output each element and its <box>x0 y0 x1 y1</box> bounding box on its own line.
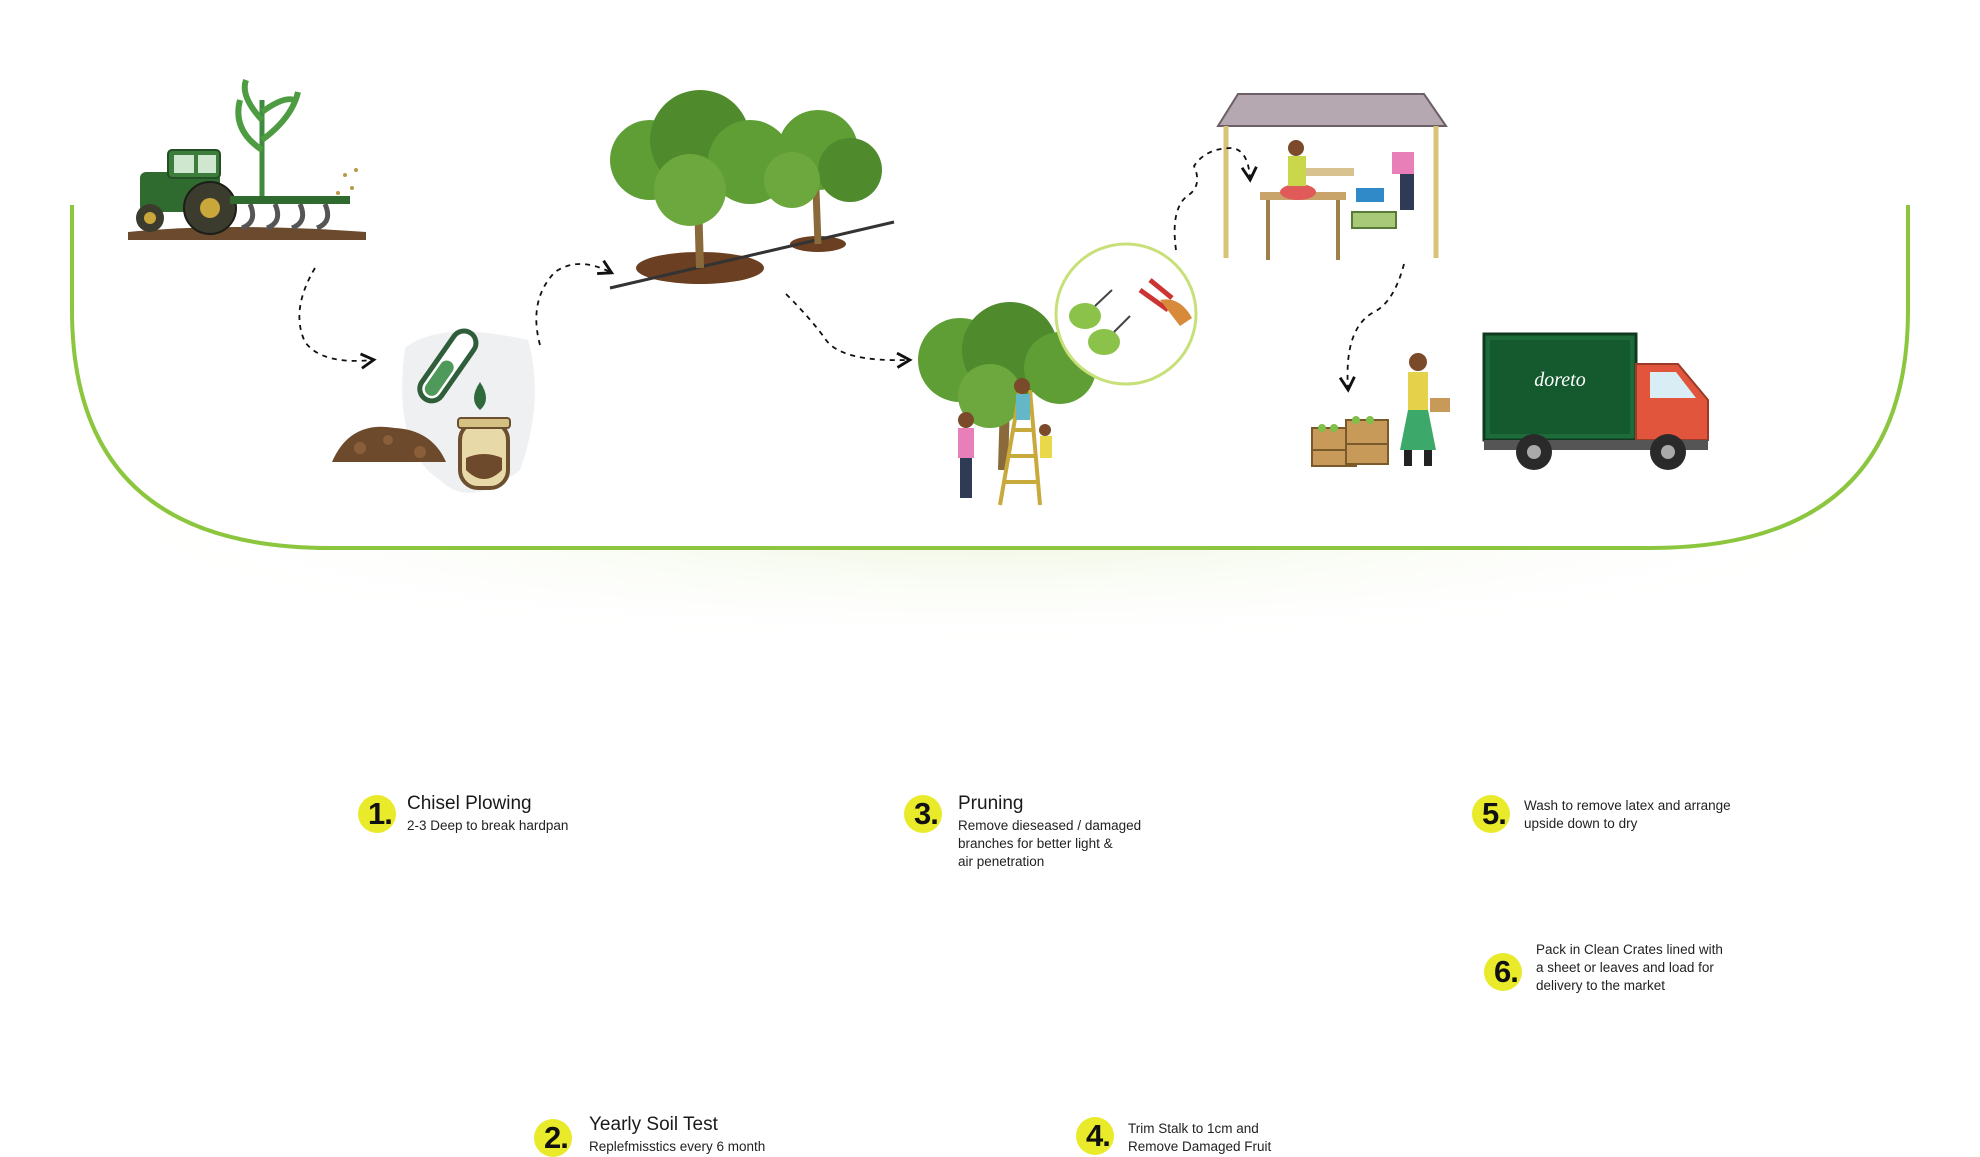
washing-station-illustration <box>1216 93 1448 260</box>
step-number-badge: 6. <box>1484 953 1522 991</box>
step-description: 2-3 Deep to break hardpan <box>407 818 569 833</box>
step-description-line-1: Wash to remove latex and arrange <box>1524 798 1731 813</box>
step-description-line-3: delivery to the market <box>1536 978 1666 993</box>
step-description: Replefmisstics every 6 month <box>589 1139 766 1154</box>
flow-arrows <box>298 147 1405 393</box>
step-description-line-1: Remove dieseased / damaged <box>958 818 1142 833</box>
step-number-badge: 1. <box>358 795 396 833</box>
packing-illustration <box>1311 353 1450 467</box>
step-number-badge: 2. <box>534 1119 572 1157</box>
illustration-layer: doreto <box>60 78 1920 650</box>
tractor-illustration <box>128 78 366 240</box>
step-description-line-2: a sheet or leaves and load for <box>1536 960 1714 975</box>
step-number-badge: 3. <box>904 795 942 833</box>
process-diagram: doreto 1. Chisel Plowing 2-3 Deep to bre… <box>60 78 1920 1157</box>
step-title: Yearly Soil Test <box>589 1114 718 1135</box>
orchard-illustration <box>609 90 895 290</box>
step-title: Chisel Plowing <box>407 793 532 814</box>
step-number-badge: 5. <box>1472 795 1510 833</box>
arrow-3-to-4 <box>785 293 913 369</box>
step-description-line-1: Trim Stalk to 1cm and <box>1128 1121 1259 1136</box>
delivery-truck: doreto <box>1482 332 1709 470</box>
step-description-line-2: branches for better light & <box>958 836 1113 851</box>
truck-brand: doreto <box>1534 369 1585 391</box>
arrow-1-to-2 <box>298 267 377 370</box>
step-number-badge: 4. <box>1076 1117 1114 1155</box>
arrow-2-to-3 <box>535 259 615 346</box>
arrow-5-to-6 <box>1338 263 1405 393</box>
harvest-illustration <box>918 242 1198 506</box>
step-description-line-1: Pack in Clean Crates lined with <box>1536 942 1723 957</box>
arrow-4-to-5 <box>1173 147 1258 251</box>
soil-test-illustration <box>332 328 535 493</box>
step-description-line-2: Remove Damaged Fruit <box>1128 1139 1272 1154</box>
step-description-line-2: upside down to dry <box>1524 816 1638 831</box>
step-title: Pruning <box>958 793 1024 814</box>
step-description-line-3: air penetration <box>958 854 1045 869</box>
